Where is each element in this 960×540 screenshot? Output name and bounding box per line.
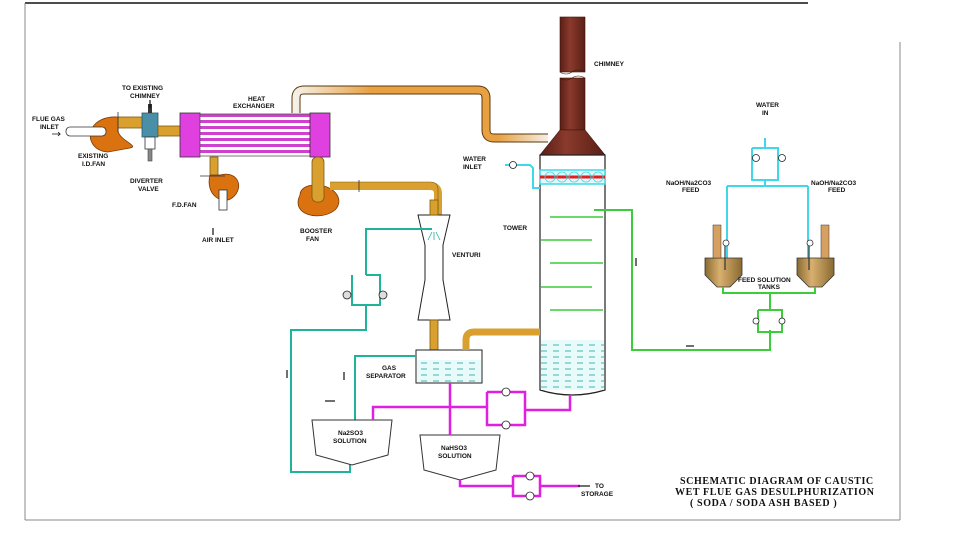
label-booster-fan: BOOSTER bbox=[300, 228, 332, 235]
fd-fan bbox=[200, 156, 240, 211]
label-diverter-valve: DIVERTER bbox=[130, 178, 163, 185]
product-line bbox=[371, 383, 580, 498]
label-feed-right: NaOH/Na2CO3 bbox=[811, 180, 857, 187]
diagram-title-line-2: WET FLUE GAS DESULPHURIZATION bbox=[675, 487, 875, 498]
water-inlet-line bbox=[505, 164, 540, 189]
label-nahso3-2: SOLUTION bbox=[438, 453, 472, 460]
label-chimney: CHIMNEY bbox=[594, 61, 625, 68]
label-nahso3: NaHSO3 bbox=[441, 445, 467, 452]
diagram-title-line-3: ( SODA / SODA ASH BASED ) bbox=[690, 498, 837, 509]
label-diverter-valve-2: VALVE bbox=[138, 186, 159, 193]
label-air-inlet: AIR INLET bbox=[202, 237, 234, 244]
feed-tank-left bbox=[704, 224, 743, 288]
label-feed-left-2: FEED bbox=[682, 187, 700, 194]
label-heat-exchanger: HEAT bbox=[248, 96, 265, 103]
label-feed-solution-tanks-2: TANKS bbox=[758, 284, 781, 291]
label-fd-fan: F.D.FAN bbox=[172, 202, 197, 209]
pump-icon bbox=[342, 290, 352, 300]
label-heat-exchanger-2: EXCHANGER bbox=[233, 103, 275, 110]
label-flue-gas-inlet-2: INLET bbox=[40, 124, 59, 131]
label-to-storage: TO bbox=[595, 483, 604, 490]
water-pump-icon bbox=[509, 161, 517, 169]
label-feed-left: NaOH/Na2CO3 bbox=[666, 180, 712, 187]
venturi bbox=[417, 214, 451, 321]
label-to-storage-2: STORAGE bbox=[581, 491, 614, 498]
label-water-inlet-2: INLET bbox=[463, 164, 482, 171]
label-gas-separator: GAS bbox=[382, 365, 397, 372]
recirculation-line bbox=[290, 228, 432, 473]
label-venturi: VENTURI bbox=[452, 252, 481, 259]
existing-id-fan bbox=[65, 116, 147, 153]
label-to-existing-chimney-2: CHIMNEY bbox=[130, 93, 161, 100]
label-na2so3: Na2SO3 bbox=[338, 430, 363, 437]
nahso3-tank bbox=[419, 434, 501, 481]
chimney bbox=[539, 16, 606, 156]
gas-separator bbox=[415, 349, 483, 384]
label-water-in: WATER bbox=[756, 102, 779, 109]
diagram-title-line-1: SCHEMATIC DIAGRAM OF CAUSTIC bbox=[680, 476, 874, 487]
label-na2so3-2: SOLUTION bbox=[333, 438, 367, 445]
heat-exchanger bbox=[179, 112, 331, 158]
pump-icon bbox=[378, 290, 388, 300]
water-in-line bbox=[726, 138, 809, 260]
caustic-feed-line bbox=[594, 209, 771, 351]
label-tower: TOWER bbox=[503, 225, 527, 232]
flow-arrows bbox=[52, 100, 694, 487]
label-to-existing-chimney: TO EXISTING bbox=[122, 85, 163, 92]
tower bbox=[539, 154, 606, 396]
booster-fan bbox=[297, 156, 442, 217]
label-water-inlet: WATER bbox=[463, 156, 486, 163]
label-existing-id-fan-2: I.D.FAN bbox=[82, 161, 105, 168]
feed-tank-right bbox=[796, 224, 835, 288]
label-existing-id-fan: EXISTING bbox=[78, 153, 108, 160]
label-feed-solution-tanks: FEED SOLUTION bbox=[738, 277, 791, 284]
label-flue-gas-inlet: FLUE GAS bbox=[32, 116, 66, 123]
diverter-valve bbox=[141, 112, 159, 138]
hot-gas-duct bbox=[291, 85, 548, 143]
label-feed-right-2: FEED bbox=[828, 187, 846, 194]
label-booster-fan-2: FAN bbox=[306, 236, 319, 243]
label-gas-separator-2: SEPARATOR bbox=[366, 373, 406, 380]
label-water-in-2: IN bbox=[762, 110, 769, 117]
na2so3-tank bbox=[311, 419, 393, 466]
